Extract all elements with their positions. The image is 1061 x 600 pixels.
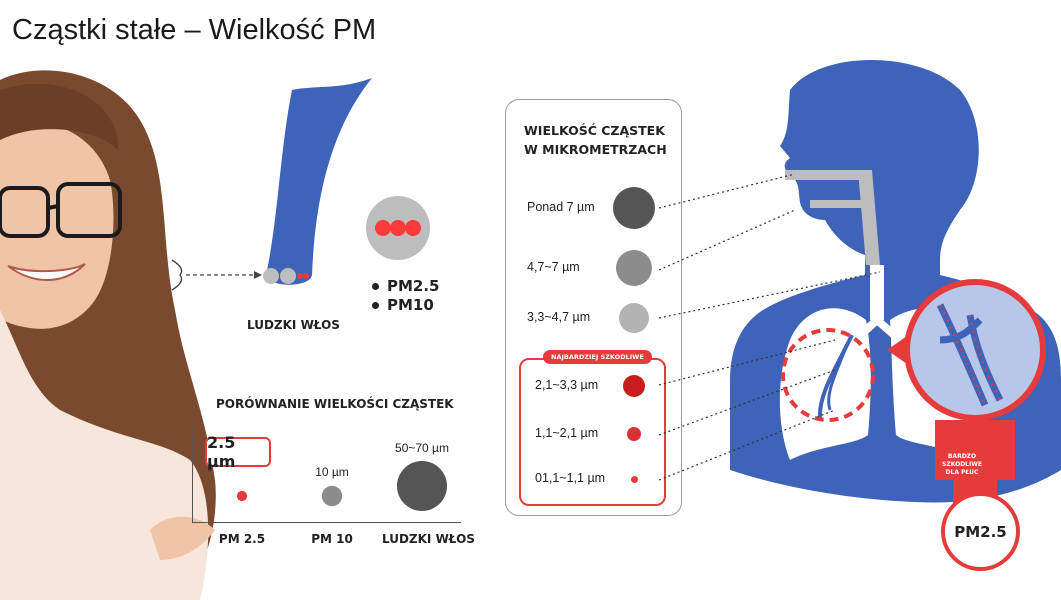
size-row-label: 2,1~3,3 µm: [535, 378, 599, 392]
size-row-particle: [619, 303, 649, 333]
connector-lines: [658, 173, 881, 481]
size-callout: 2.5 µm: [205, 433, 271, 471]
comparison-title: PORÓWNANIE WIELKOŚCI CZĄSTEK: [216, 397, 454, 411]
respiratory-diagram: [730, 60, 1061, 505]
size-row-label: Ponad 7 µm: [527, 200, 595, 214]
comparison-axis: [192, 428, 461, 523]
hair-strand-graphic: [171, 78, 430, 291]
legend-pm10: PM10: [372, 296, 434, 314]
bullet-icon: [372, 301, 379, 309]
size-row-label: 1,1~2,1 µm: [535, 426, 599, 440]
size-row-particle: [613, 187, 655, 229]
size-row-label: 01,1~1,1 µm: [535, 471, 606, 485]
particle-2-circle: [321, 485, 343, 507]
comparison-chart: [236, 461, 447, 511]
very-harmful-label: BARDZO SZKODLIWE DLA PŁUC: [942, 453, 982, 476]
page-title: Cząstki stałe – Wielkość PM: [12, 14, 377, 46]
panel-title: WIELKOŚĆ CZĄSTEK W MIKROMETRZACH: [524, 123, 667, 157]
bullet-icon: [372, 282, 379, 290]
category-label: PM 2.5: [218, 532, 266, 546]
woman-photo: [0, 70, 216, 600]
size-label: 50~70 µm: [395, 441, 449, 455]
category-label: LUDZKI WŁOS: [382, 532, 475, 546]
size-row-particle: [627, 427, 641, 441]
pm25-badge: PM2.5: [941, 492, 1020, 571]
size-row-particle: [630, 475, 638, 483]
hair-label: LUDZKI WŁOS: [247, 318, 340, 332]
particle-1-circle: [236, 490, 248, 502]
particle-size-panel: [505, 99, 682, 516]
category-label: PM 10: [311, 532, 353, 546]
size-row-label: 3,3~4,7 µm: [527, 310, 591, 324]
size-row-particle: [616, 250, 652, 286]
size-label: 10 µm: [315, 465, 349, 479]
most-harmful-tag: NAJBARDZIEJ SZKODLIWE: [543, 350, 652, 364]
size-row-label: 4,7~7 µm: [527, 260, 580, 274]
particle-3-circle: [397, 461, 447, 511]
legend-pm25: PM2.5: [372, 277, 440, 295]
size-row-particle: [623, 375, 645, 397]
